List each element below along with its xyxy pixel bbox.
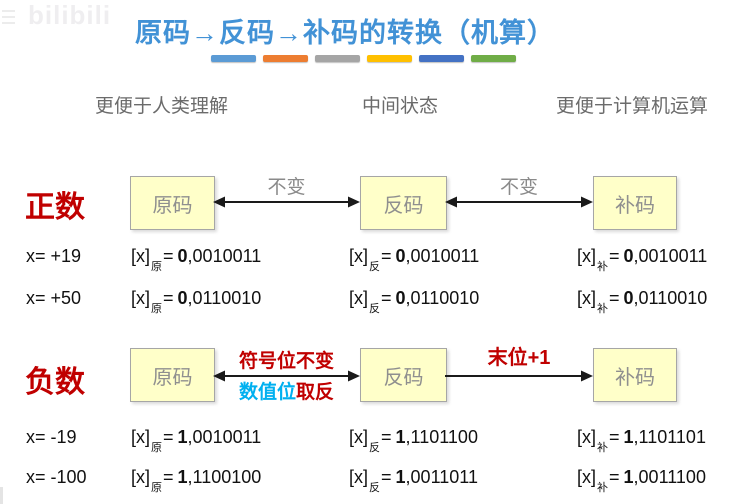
- formula-neg100-fan: [x]反=1,0011011: [349, 467, 478, 494]
- formula-prefix: [x]: [577, 427, 597, 447]
- dash-orange: [263, 55, 308, 62]
- dash-yellow: [367, 55, 412, 62]
- double-arrow-icon: [445, 195, 593, 214]
- box-positive-yuanma: 原码: [130, 176, 215, 230]
- dash-blue: [211, 55, 256, 62]
- x-value-label: x= +19: [26, 246, 82, 266]
- section-label-negative: 负数: [25, 366, 85, 399]
- arrow-label-value-inverted: 数值位取反: [238, 382, 335, 403]
- box-positive-fanma: 反码: [360, 176, 447, 230]
- formula-prefix: [x]: [349, 427, 369, 447]
- corner-mark: [0, 487, 3, 504]
- formula-pos50-bu: [x]补=0,0110010: [577, 288, 708, 315]
- box-negative-yuanma: 原码: [130, 348, 215, 402]
- formula-prefix: [x]: [131, 427, 151, 447]
- formula-pos19-yuan: [x]原=0,0010011: [131, 246, 262, 273]
- dash-darkblue: [419, 55, 464, 62]
- formula-prefix: [x]: [349, 288, 369, 308]
- arrow-label-unchanged-1: 不变: [267, 177, 306, 198]
- arrow-label-plus-one: 末位+1: [487, 347, 551, 369]
- highlight-value-bits: 数值位: [238, 382, 296, 403]
- arrow-label-sign-unchanged: 符号位不变: [238, 351, 334, 372]
- formula-neg100-bu: [x]补=1,0011100: [577, 467, 706, 494]
- column-header-middle: 中间状态: [362, 96, 439, 117]
- formula-prefix: [x]: [131, 467, 151, 487]
- formula-prefix: [x]: [577, 288, 597, 308]
- formula-neg19-fan: [x]反=1,1101100: [349, 427, 478, 454]
- box-negative-fanma: 反码: [360, 348, 447, 402]
- column-header-computer: 更便于计算机运算: [556, 96, 709, 117]
- menu-lines-icon: [2, 10, 15, 28]
- formula-neg19-bu: [x]补=1,1101101: [577, 427, 706, 454]
- formula-pos19-bu: [x]补=0,0010011: [577, 246, 708, 273]
- double-arrow-icon: [213, 369, 360, 388]
- page-title: 原码→反码→补码的转换（机算）: [135, 18, 555, 48]
- formula-prefix: [x]: [349, 467, 369, 487]
- formula-neg19-yuan: [x]原=1,0010011: [131, 427, 262, 454]
- x-value-label: x= +50: [26, 288, 82, 308]
- formula-neg100-yuan: [x]原=1,1100100: [131, 467, 262, 494]
- formula-pos50-fan: [x]反=0,0110010: [349, 288, 480, 315]
- formula-prefix: [x]: [577, 246, 597, 266]
- section-label-positive: 正数: [25, 191, 85, 224]
- formula-prefix: [x]: [577, 467, 597, 487]
- arrow-label-unchanged-2: 不变: [499, 177, 538, 198]
- dash-gray: [315, 55, 360, 62]
- formula-prefix: [x]: [131, 288, 151, 308]
- x-value-label: x= -19: [26, 427, 77, 447]
- double-arrow-icon: [213, 195, 360, 214]
- column-header-human: 更便于人类理解: [95, 96, 229, 117]
- formula-pos19-fan: [x]反=0,0010011: [349, 246, 480, 273]
- x-value-label: x= -100: [26, 467, 87, 487]
- bilibili-watermark: bilibili: [28, 0, 112, 30]
- formula-prefix: [x]: [349, 246, 369, 266]
- divider-dashes: [211, 55, 516, 62]
- formula-prefix: [x]: [131, 246, 151, 266]
- right-arrow-icon: [445, 369, 593, 388]
- dash-green: [471, 55, 516, 62]
- formula-pos50-yuan: [x]原=0,0110010: [131, 288, 262, 315]
- box-negative-buma: 补码: [593, 348, 677, 402]
- box-positive-buma: 补码: [593, 176, 677, 230]
